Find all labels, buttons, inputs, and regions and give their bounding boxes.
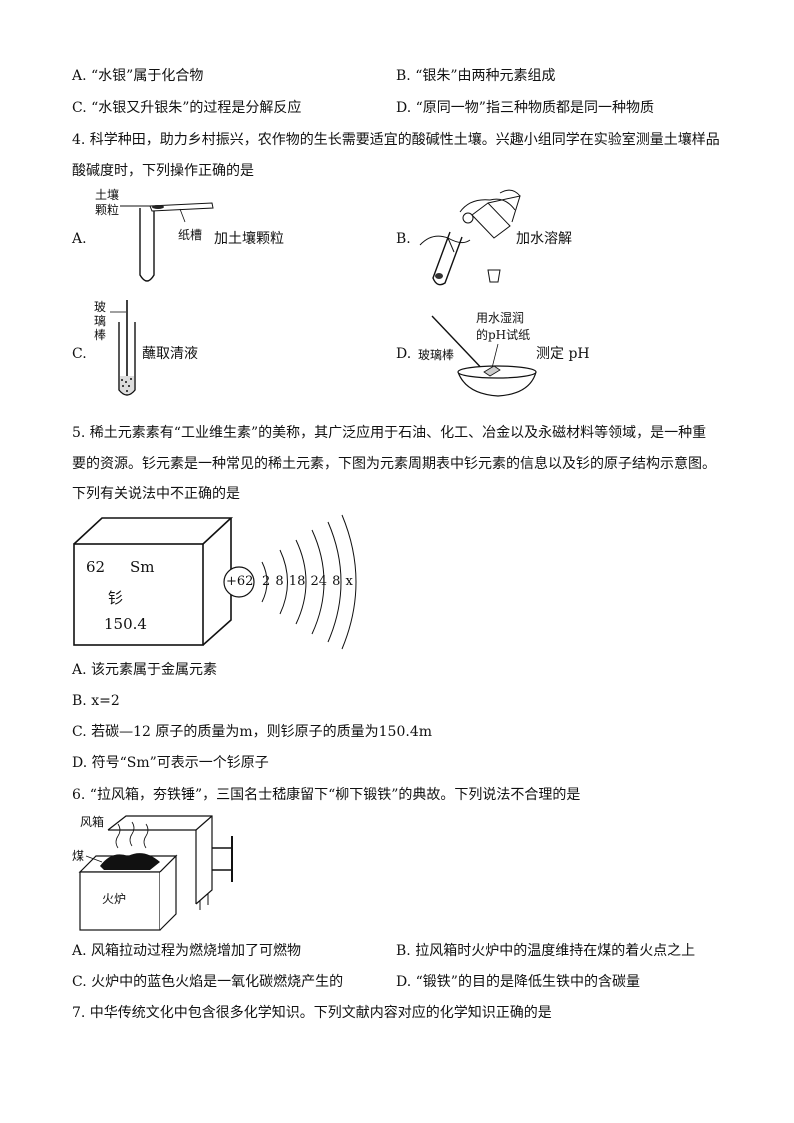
q6-option-b: B. 拉风箱时火炉中的温度维持在煤的着火点之上: [396, 943, 696, 959]
coal-label: 煤: [72, 849, 85, 863]
q5-option-b: B. x=2: [72, 693, 120, 709]
soil-label-1: 土壤: [95, 188, 120, 202]
q4-option-b-letter: B.: [396, 231, 411, 247]
glass-rod-label-d: 玻璃棒: [418, 348, 455, 362]
q7-stem: 7. 中华传统文化中包含很多化学知识。下列文献内容对应的化学知识正确的是: [72, 1005, 552, 1021]
trough-label: 纸槽: [178, 228, 203, 242]
q4-option-a-caption: 加土壤颗粒: [214, 231, 284, 247]
q3-option-c: C. “水银又升银朱”的过程是分解反应: [72, 100, 302, 116]
q6-option-a: A. 风箱拉动过程为燃烧增加了可燃物: [72, 943, 302, 959]
element-atomic-mass: 150.4: [104, 615, 147, 633]
q3-option-d: D. “原同一物”指三种物质都是同一种物质: [396, 100, 654, 116]
q6-option-d: D. “锻铁”的目的是降低生铁中的含碳量: [396, 974, 640, 990]
nucleus-charge: +62: [226, 574, 254, 589]
rod-label-3: 棒: [94, 328, 107, 342]
electron-shells: 2 8 18 24 8 x: [262, 574, 353, 589]
rod-label-1: 玻: [94, 300, 107, 314]
element-name: 钐: [108, 589, 124, 607]
element-atomic-number: 62: [86, 558, 106, 576]
q4-option-c-caption: 蘸取清液: [142, 346, 198, 362]
q3-option-a: A. “水银”属于化合物: [72, 68, 204, 84]
bellows-label: 风箱: [80, 815, 105, 829]
element-symbol: Sm: [130, 558, 155, 576]
q4-stem-line-1: 4. 科学种田，助力乡村振兴，农作物的生长需要适宜的酸碱性土壤。兴趣小组同学在实…: [72, 132, 720, 148]
q5-stem-line-3: 下列有关说法中不正确的是: [72, 486, 240, 502]
rod-label-2: 璃: [94, 314, 107, 328]
q6-stem: 6. “拉风箱，夯铁锤”，三国名士嵇康留下“柳下锻铁”的典故。下列说法不合理的是: [72, 787, 581, 803]
q4-option-b-caption: 加水溶解: [516, 231, 572, 247]
q4-option-d-caption: 测定 pH: [536, 346, 590, 362]
ph-paper-label-2: 的pH试纸: [476, 328, 531, 342]
q3-option-b: B. “银朱”由两种元素组成: [396, 68, 556, 84]
q5-stem-line-2: 要的资源。钐元素是一种常见的稀土元素，下图为元素周期表中钐元素的信息以及钐的原子…: [72, 456, 716, 472]
ph-paper-label-1: 用水湿润: [476, 311, 525, 325]
q5-option-a: A. 该元素属于金属元素: [72, 662, 218, 678]
q6-option-c: C. 火炉中的蓝色火焰是一氧化碳燃烧产生的: [72, 974, 344, 990]
q4-option-d-letter: D.: [396, 346, 412, 362]
soil-label-2: 颗粒: [95, 203, 120, 217]
q5-option-c: C. 若碳—12 原子的质量为m，则钐原子的质量为150.4m: [72, 724, 433, 740]
q4-option-a-letter: A.: [72, 231, 87, 247]
q5-option-d: D. 符号“Sm”可表示一个钐原子: [72, 755, 269, 771]
q4-option-c-letter: C.: [72, 346, 87, 362]
q5-stem-line-1: 5. 稀土元素素有“工业维生素”的美称，其广泛应用于石油、化工、冶金以及永磁材料…: [72, 425, 707, 441]
furnace-label: 火炉: [102, 892, 127, 906]
q4-stem-line-2: 酸碱度时，下列操作正确的是: [72, 163, 254, 179]
